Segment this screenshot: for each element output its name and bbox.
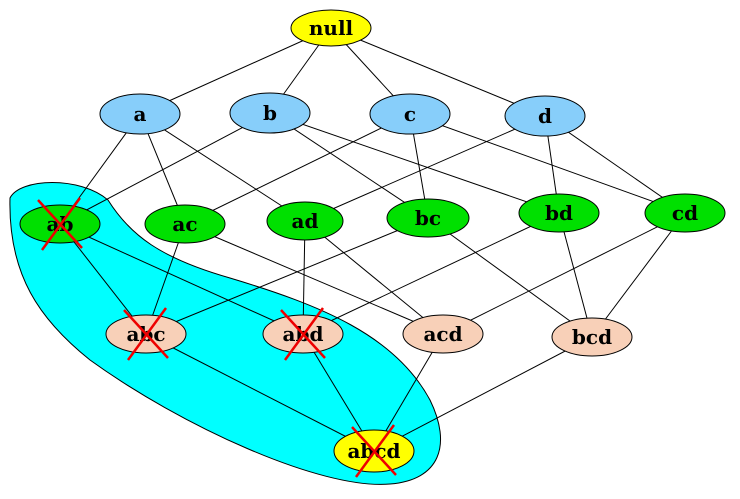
node-c: c	[369, 93, 451, 135]
edge-a-ad	[139, 113, 306, 222]
edge-bd-abd	[302, 212, 560, 335]
node-c-ellipse	[369, 93, 451, 135]
edge-bcd-abcd	[373, 336, 593, 452]
node-bcd-label: bcd	[572, 325, 612, 349]
node-d-ellipse	[504, 95, 586, 137]
cross-mark-ab-stroke-2	[40, 197, 82, 251]
node-ad-label: ad	[292, 209, 319, 233]
node-ad-ellipse	[266, 201, 344, 241]
node-a-label: a	[134, 102, 147, 126]
node-bd: bd	[518, 193, 600, 233]
edge-null-a	[139, 27, 332, 115]
edge-b-bd	[269, 112, 560, 214]
node-ac-ellipse	[144, 204, 226, 244]
node-bd-label: bd	[545, 201, 573, 225]
edge-bc-abc	[145, 217, 429, 335]
pruned-cross-marks	[37, 197, 397, 478]
edge-bc-bcd	[427, 217, 593, 338]
node-null-ellipse	[290, 9, 372, 47]
node-cd-ellipse	[644, 193, 726, 233]
node-acd-ellipse	[402, 314, 484, 354]
node-bcd-ellipse	[551, 317, 633, 357]
edge-abc-abcd	[145, 333, 375, 452]
node-cd: cd	[644, 193, 726, 233]
edge-ad-acd	[304, 220, 444, 335]
edge-b-ab	[59, 112, 271, 225]
node-a: a	[99, 93, 181, 135]
edge-ab-abd	[59, 223, 304, 335]
node-bc: bc	[386, 198, 470, 238]
edge-bd-bcd	[558, 212, 593, 338]
cross-mark-abd-stroke-2	[283, 307, 325, 361]
node-bc-label: bc	[415, 206, 441, 230]
edge-c-cd	[409, 113, 686, 214]
node-a-ellipse	[99, 93, 181, 135]
pruned-supersets-highlight-region	[9, 182, 442, 485]
edge-null-d	[330, 27, 546, 117]
node-c-label: c	[404, 102, 416, 126]
node-acd-label: acd	[423, 322, 462, 346]
node-ad: ad	[266, 201, 344, 241]
node-d: d	[504, 95, 586, 137]
edge-ab-abc	[59, 223, 147, 335]
node-acd: acd	[402, 314, 484, 354]
cross-mark-abcd-stroke-2	[354, 424, 396, 478]
edge-d-ad	[304, 115, 546, 222]
edge-cd-acd	[442, 212, 686, 335]
edge-ac-acd	[184, 223, 444, 335]
node-b-ellipse	[229, 92, 311, 134]
cross-mark-abc-stroke-2	[126, 307, 168, 361]
node-b: b	[229, 92, 311, 134]
node-null: null	[290, 9, 372, 47]
node-bcd: bcd	[551, 317, 633, 357]
edge-c-ac	[184, 113, 411, 225]
node-ac-label: ac	[172, 212, 197, 236]
node-bd-ellipse	[518, 193, 600, 233]
edge-cd-bcd	[591, 212, 686, 338]
edge-b-bc	[269, 112, 429, 219]
node-d-label: d	[538, 104, 552, 128]
node-cd-label: cd	[672, 201, 698, 225]
node-ac: ac	[144, 204, 226, 244]
node-b-label: b	[263, 101, 277, 125]
node-null-label: null	[309, 16, 354, 40]
node-bc-ellipse	[386, 198, 470, 238]
